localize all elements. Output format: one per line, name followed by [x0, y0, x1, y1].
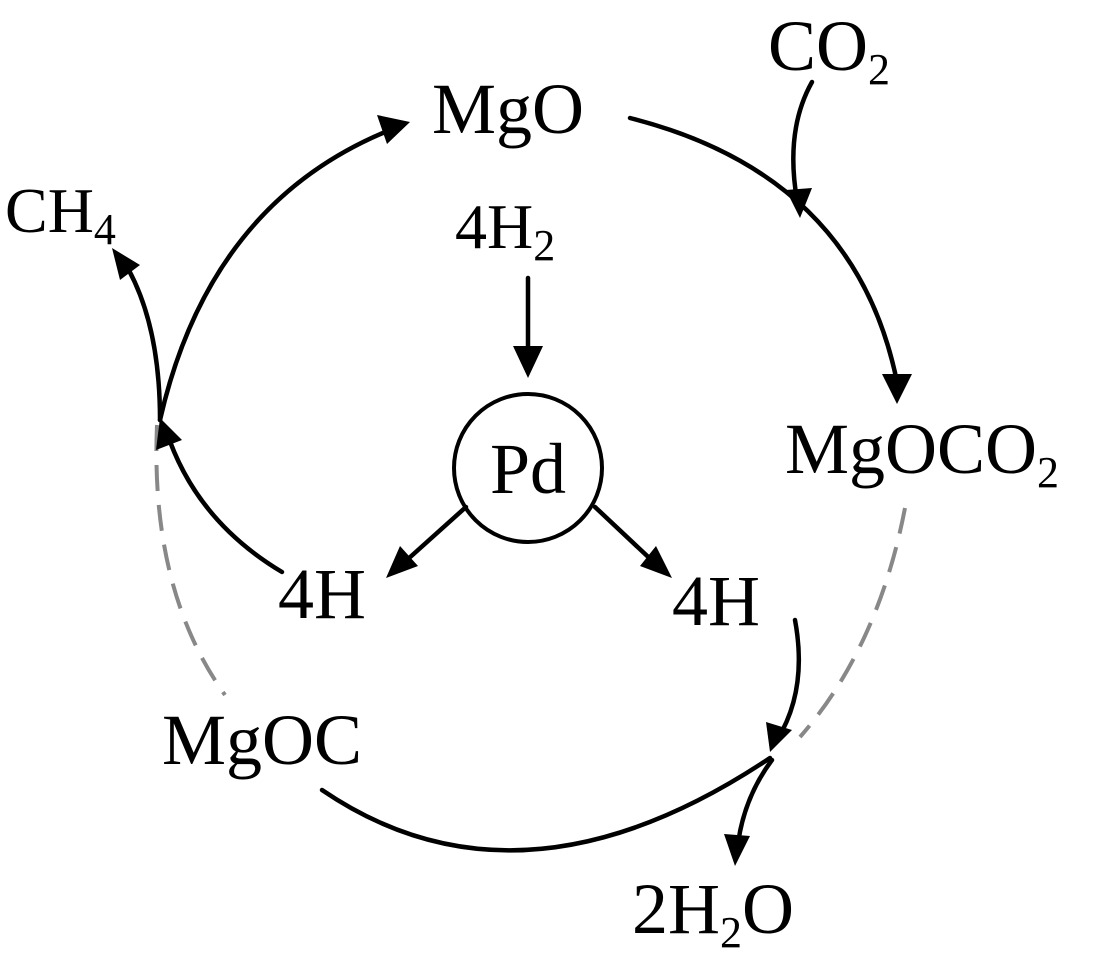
arrowhead-ch4 [112, 248, 140, 280]
label-mgo: MgO [432, 69, 584, 149]
label-h-left: 4H [278, 554, 366, 634]
label-h2-main: 4H [455, 191, 533, 262]
arrowhead-pd-h-right [640, 546, 672, 578]
label-mgoco2: MgOCO2 [785, 409, 1059, 497]
label-ch4-main: CH [5, 175, 94, 246]
pd-circle [452, 392, 604, 544]
label-h2: 4H2 [455, 191, 555, 270]
arc-junction-to-mgo [157, 125, 398, 423]
label-h-right: 4H [672, 561, 760, 641]
arrowhead-mgoco2 [882, 374, 912, 404]
arrow-co2-in [791, 79, 815, 203]
dashed-arc-left [154, 424, 227, 697]
arrowhead-mgo [377, 115, 410, 144]
label-co2: CO2 [768, 6, 890, 94]
arrowhead-h-right [766, 722, 792, 752]
dashed-arc-right [798, 507, 907, 739]
label-mgoc: MgOC [162, 700, 362, 780]
label-water-b: O [742, 869, 794, 949]
arc-mgo-to-mgoco2 [627, 115, 900, 385]
label-ch4: CH4 [5, 175, 116, 254]
label-water-a: 2H [632, 869, 720, 949]
label-mgoco2-main: MgOCO [785, 409, 1037, 489]
label-h2-sub: 2 [533, 221, 555, 270]
label-water-sub: 2 [720, 908, 742, 956]
label-ch4-sub: 4 [94, 205, 116, 254]
arrowhead-pd-h-left [386, 546, 418, 578]
arrowhead-co2 [786, 188, 812, 218]
arrowhead-water [724, 834, 750, 866]
label-water: 2H2O [632, 869, 794, 956]
arrow-h-right-to-cycle [774, 617, 802, 743]
label-pd: Pd [490, 429, 566, 509]
label-mgoco2-sub: 2 [1037, 448, 1059, 497]
arrow-ch4-out [120, 257, 163, 423]
arrow-h-left-to-cycle [163, 427, 285, 575]
label-co2-main: CO [768, 6, 868, 86]
arrowhead-h-left [156, 418, 182, 450]
arrowheads [112, 115, 912, 866]
arrowhead-pd [513, 346, 543, 378]
arc-mgoc-to-junction [319, 755, 773, 853]
label-co2-sub: 2 [868, 45, 890, 94]
